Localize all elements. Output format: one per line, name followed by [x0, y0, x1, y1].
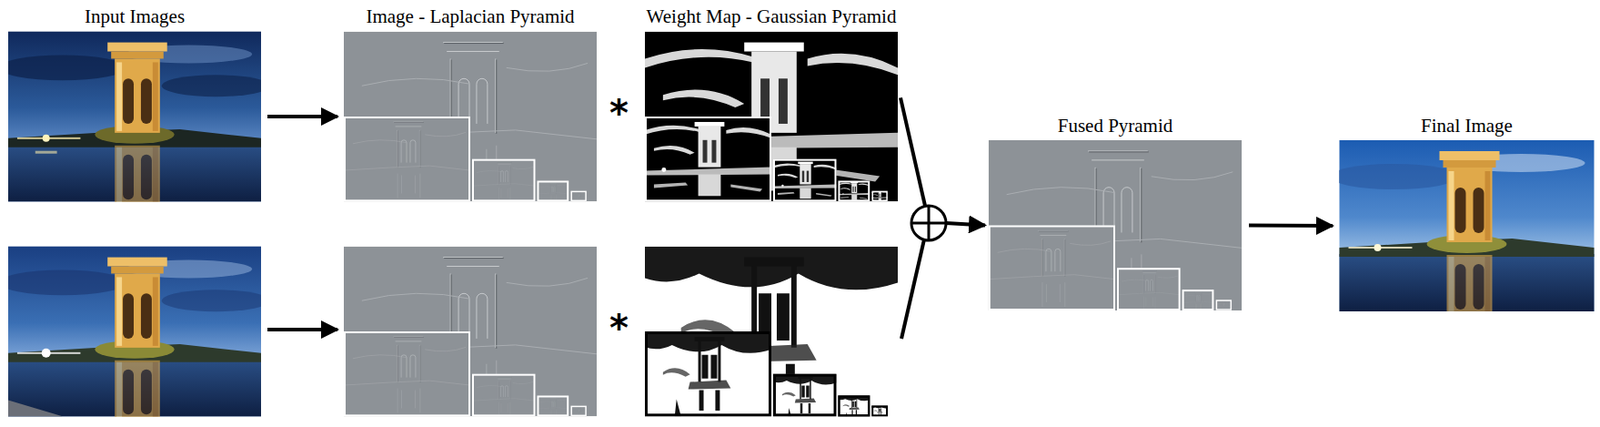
- image-panel: Weight Map - Gaussian Pyramid: [644, 30, 898, 202]
- arrow: [1248, 223, 1333, 229]
- image-panel: Fused Pyramid: [987, 140, 1243, 311]
- arrow: [900, 97, 986, 225]
- image-panel: Final Image: [1338, 140, 1595, 312]
- operator-symbol: *: [609, 94, 629, 131]
- input-photo: [0, 31, 271, 427]
- laplacian-pyramid: [343, 31, 597, 417]
- arrow: [267, 327, 338, 332]
- panel-heading: Input Images: [84, 4, 185, 29]
- sum-symbol: [911, 205, 946, 241]
- fused-pyramid-image: [988, 140, 1243, 311]
- panel-heading: Image - Laplacian Pyramid: [365, 4, 574, 29]
- panel-heading: Weight Map - Gaussian Pyramid: [646, 4, 897, 29]
- image-panel: Input Images: [8, 30, 262, 202]
- operator-symbol: *: [609, 309, 629, 346]
- final-photo: [1330, 140, 1595, 346]
- image-panel: Image - Laplacian Pyramid: [343, 30, 597, 202]
- panel-heading: Fused Pyramid: [1057, 113, 1174, 138]
- panel-heading: Final Image: [1420, 113, 1513, 138]
- merge-line: [901, 239, 925, 339]
- arrow: [267, 114, 338, 119]
- weight-pyramid: [644, 31, 898, 417]
